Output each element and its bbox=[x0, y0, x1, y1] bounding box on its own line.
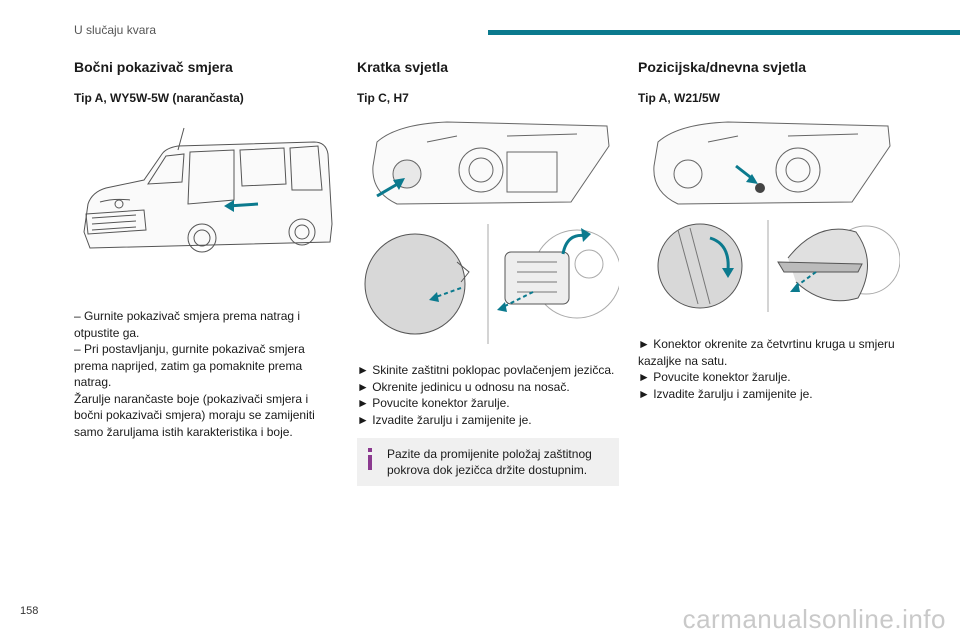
subheading-side-indicator: Tip A, WY5W-5W (narančasta) bbox=[74, 91, 244, 105]
text-line: bočni pokazivači smjera) moraju se zamij… bbox=[74, 408, 315, 422]
note-line: Pazite da promijenite položaj zaštitnog bbox=[387, 447, 592, 461]
text-line: ► Izvadite žarulju i zamijenite je. bbox=[638, 386, 813, 401]
text-line: – Pri postavljanju, gurnite pokazivač sm… bbox=[74, 342, 305, 356]
text-line: – Gurnite pokazivač smjera prema natrag … bbox=[74, 309, 301, 323]
headlamp-illustration-icon bbox=[364, 121, 619, 344]
info-note: Pazite da promijenite položaj zaštitnog … bbox=[357, 438, 619, 486]
text-line: kazaljke na satu. bbox=[638, 353, 728, 368]
text-line: natrag. bbox=[74, 375, 112, 389]
section-accent-bar bbox=[488, 30, 960, 35]
watermark: carmanualsonline.info bbox=[682, 604, 946, 634]
text-line: samo žaruljama istih karakteristika i bo… bbox=[74, 424, 293, 439]
text-line: Žarulje narančaste boje (pokazivači smje… bbox=[74, 391, 309, 406]
column-side-indicator: Bočni pokazivač smjera Tip A, WY5W-5W (n… bbox=[74, 58, 336, 440]
section-title: U slučaju kvara bbox=[74, 23, 157, 37]
van-illustration-icon bbox=[83, 127, 333, 253]
column-low-beam: Kratka svjetla Tip C, H7 ► Skinite zašti… bbox=[357, 58, 619, 486]
heading-side-indicator: Bočni pokazivač smjera bbox=[74, 59, 233, 75]
subheading-position-lights: Tip A, W21/5W bbox=[638, 91, 721, 105]
text-line: otpustite ga. bbox=[74, 325, 140, 340]
subheading-low-beam: Tip C, H7 bbox=[357, 91, 409, 105]
note-line: pokrova dok jezičca držite dostupnim. bbox=[387, 463, 588, 477]
text-line: ► Okrenite jedinicu u odnosu na nosač. bbox=[357, 379, 570, 394]
text-line: ► Konektor okrenite za četvrtinu kruga u… bbox=[638, 337, 895, 351]
text-line: ► Skinite zaštitni poklopac povlačenjem … bbox=[357, 363, 615, 377]
text-line: ► Povucite konektor žarulje. bbox=[638, 370, 791, 384]
text-line: ► Povucite konektor žarulje. bbox=[357, 396, 510, 410]
text-line: prema naprijed, zatim ga pomaknite prema bbox=[74, 358, 303, 373]
heading-position-lights: Pozicijska/dnevna svjetla bbox=[638, 59, 807, 75]
headlamp-illustration-icon bbox=[653, 121, 900, 312]
column-position-lights: Pozicijska/dnevna svjetla Tip A, W21/5W … bbox=[638, 58, 900, 402]
info-icon bbox=[368, 448, 372, 470]
page-number: 158 bbox=[20, 605, 39, 617]
text-line: ► Izvadite žarulju i zamijenite je. bbox=[357, 412, 532, 427]
heading-low-beam: Kratka svjetla bbox=[357, 59, 449, 75]
